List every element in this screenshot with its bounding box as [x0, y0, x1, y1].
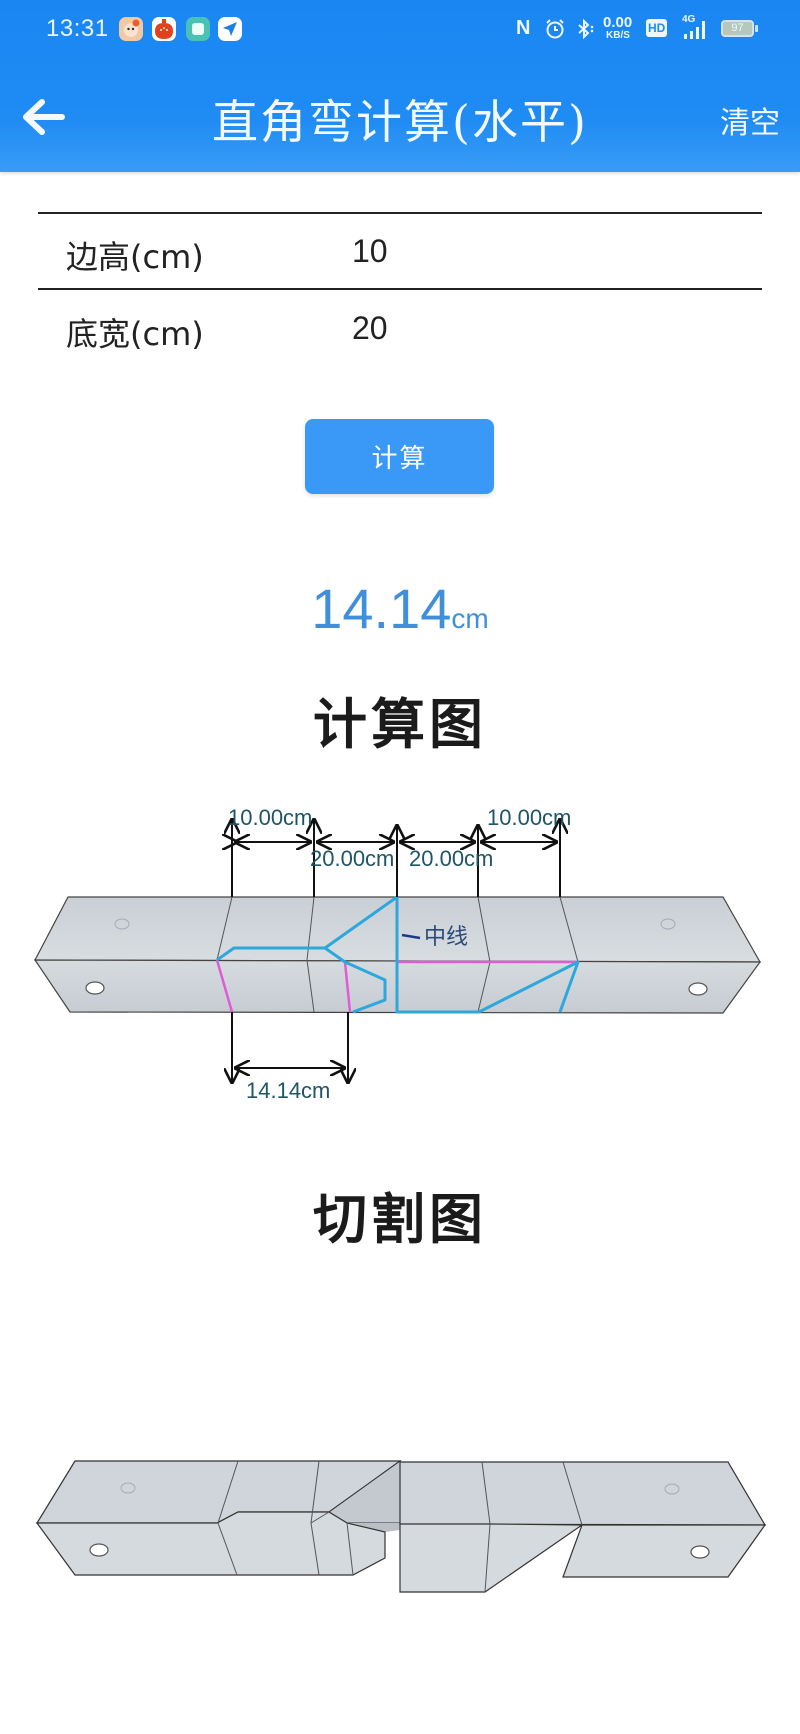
- battery-tip: [755, 25, 758, 32]
- side-height-input[interactable]: [350, 226, 754, 276]
- notification-app-icon-2: [152, 17, 176, 41]
- net-speed-unit: KB/S: [606, 30, 630, 41]
- bottom-width-label: 底宽(cm): [66, 315, 204, 353]
- network-type: 4G: [682, 14, 696, 25]
- result-value: 14.14: [311, 577, 452, 640]
- center-line-label: 中线: [424, 924, 468, 949]
- notification-app-icon-1: [119, 17, 143, 41]
- bluetooth-icon: [578, 18, 594, 40]
- clear-button[interactable]: 清空: [720, 106, 780, 141]
- right-piece-side: [562, 1524, 767, 1578]
- hole-icon: [120, 1482, 136, 1494]
- dim-top-left-label: 10.00cm: [228, 805, 312, 830]
- calc-diagram: 中线 10.00cm 10.00cm 20.00cm 20.00cm 14.14…: [33, 805, 762, 1103]
- right-piece-drop: [399, 1523, 584, 1593]
- hole-icon: [688, 982, 708, 996]
- cut-diagram: [35, 1460, 767, 1593]
- hole-icon: [114, 918, 130, 930]
- hole-icon: [690, 1545, 710, 1559]
- cut-diagram-heading: 切割图: [313, 1187, 487, 1251]
- hole-icon: [660, 918, 676, 930]
- net-speed-value: 0.00: [603, 14, 633, 31]
- divider-middle: [38, 288, 762, 290]
- hole-icon: [85, 981, 105, 995]
- dim-bottom-label: 14.14cm: [246, 1078, 330, 1103]
- result-display: 14.14cm: [0, 576, 800, 641]
- bottom-width-input[interactable]: [350, 303, 754, 353]
- dim-mid-right-label: 20.00cm: [409, 846, 493, 871]
- page-title: 直角弯计算(水平): [212, 95, 588, 149]
- result-unit: cm: [451, 603, 489, 634]
- notification-app-icon-3: [186, 17, 210, 41]
- dim-mid-left-label: 20.00cm: [310, 846, 394, 871]
- app-header: 13:31 N 0.00 KB/S HD 4G 97 直角弯计算(水平) 清空: [0, 0, 800, 172]
- nfc-icon: N: [516, 17, 531, 39]
- arrow-left-icon: [23, 99, 65, 135]
- status-time: 13:31: [46, 15, 109, 42]
- back-button[interactable]: [18, 95, 68, 139]
- hd-icon: HD: [646, 19, 668, 37]
- alarm-icon: [546, 19, 564, 39]
- battery-level: 97: [731, 22, 744, 34]
- left-piece-side: [35, 1511, 386, 1576]
- signal-icon: [684, 21, 705, 39]
- hole-icon: [664, 1483, 680, 1495]
- calculate-button[interactable]: 计算: [305, 419, 494, 494]
- right-piece-top: [399, 1461, 767, 1526]
- divider-top: [38, 212, 762, 214]
- status-icons: N 0.00 KB/S HD 4G 97: [512, 14, 767, 46]
- dim-top-right-label: 10.00cm: [487, 805, 571, 830]
- calc-diagram-heading: 计算图: [313, 692, 487, 756]
- hole-icon: [89, 1543, 109, 1557]
- notification-app-icon-4: [218, 17, 242, 41]
- side-height-label: 边高(cm): [66, 238, 204, 276]
- battery-icon: 97: [721, 20, 754, 37]
